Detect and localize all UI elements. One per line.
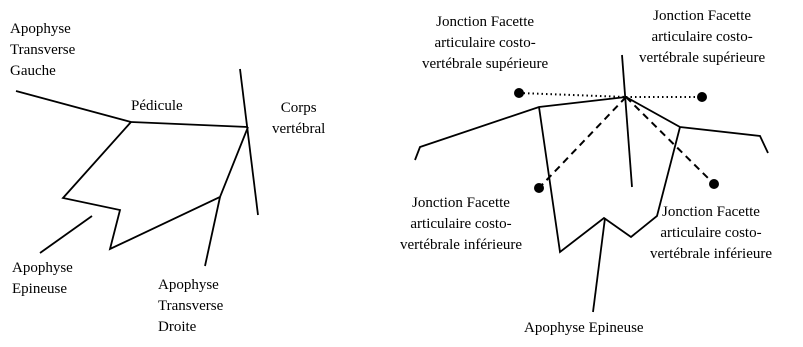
label-line: Epineuse (12, 281, 67, 297)
label-jonction-inferieure-left: Jonction Facette articulaire costo- vert… (400, 193, 522, 256)
label-line: vertébrale supérieure (639, 50, 766, 66)
vertebral-body-axis-line (621, 54, 633, 188)
label-line: Jonction Facette (412, 195, 510, 211)
label-apophyse-transverse-droite: Apophyse Transverse Droite (158, 275, 223, 338)
label-line: articulaire costo- (410, 216, 512, 232)
left-transverse-process-line (15, 90, 132, 123)
inferior-facet-junction-right-pointer (625, 96, 715, 185)
label-jonction-inferieure-right: Jonction Facette articulaire costo- vert… (650, 202, 772, 265)
label-line: Transverse (158, 298, 224, 314)
label-line: articulaire costo- (434, 35, 536, 51)
right-vertebra-diagram (414, 54, 769, 313)
label-line: Apophyse (12, 260, 73, 276)
label-jonction-superieure-right: Jonction Facette articulaire costo- vert… (639, 6, 765, 69)
label-line: vertébrale inférieure (650, 246, 772, 262)
label-line: vertébrale inférieure (400, 237, 522, 253)
label-jonction-superieure-left: Jonction Facette articulaire costo- vert… (422, 12, 548, 75)
right-transverse-process-line (204, 196, 221, 267)
label-line: Jonction Facette (662, 204, 760, 220)
superior-facet-junction-left-marker (514, 88, 524, 98)
label-line: Gauche (10, 63, 56, 79)
inferior-facet-junction-left-pointer (538, 96, 627, 189)
inferior-facet-junction-left-marker (534, 183, 544, 193)
superior-facet-junction-left-pointer (518, 92, 627, 98)
label-line: Corps (280, 100, 317, 116)
label-line: articulaire costo- (651, 29, 753, 45)
label-line: Jonction Facette (653, 8, 752, 24)
pedicle-line (130, 121, 249, 128)
label-apophyse-epineuse-left: Apophyse Epineuse (12, 258, 73, 300)
spinous-process-tail-line (592, 217, 606, 313)
label-corps-vertebral: Corps vertébral (272, 98, 325, 140)
label-line: Droite (158, 319, 197, 335)
spinous-process-outline (538, 106, 681, 254)
left-vertebra-diagram (15, 68, 259, 267)
vertebral-body-line (239, 68, 259, 216)
label-line: Apophyse (158, 277, 219, 293)
left-transverse-process-outline (414, 96, 627, 161)
label-apophyse-transverse-gauche: Apophyse Transverse Gauche (10, 19, 75, 82)
label-line: vertébrale supérieure (422, 56, 549, 72)
spinous-process-tip-line (39, 215, 93, 254)
label-line: Apophyse (10, 21, 71, 37)
label-line: articulaire costo- (660, 225, 762, 241)
superior-facet-junction-right-marker (697, 92, 707, 102)
inferior-facet-junction-right-marker (709, 179, 719, 189)
right-transverse-process-outline (625, 96, 769, 154)
label-pedicule: Pédicule (131, 98, 183, 114)
spinous-process-outline (61, 121, 249, 251)
label-apophyse-epineuse-right: Apophyse Epineuse (524, 320, 644, 336)
label-line: Jonction Facette (436, 14, 535, 30)
label-line: vertébral (272, 121, 326, 137)
label-line: Transverse (10, 42, 76, 58)
